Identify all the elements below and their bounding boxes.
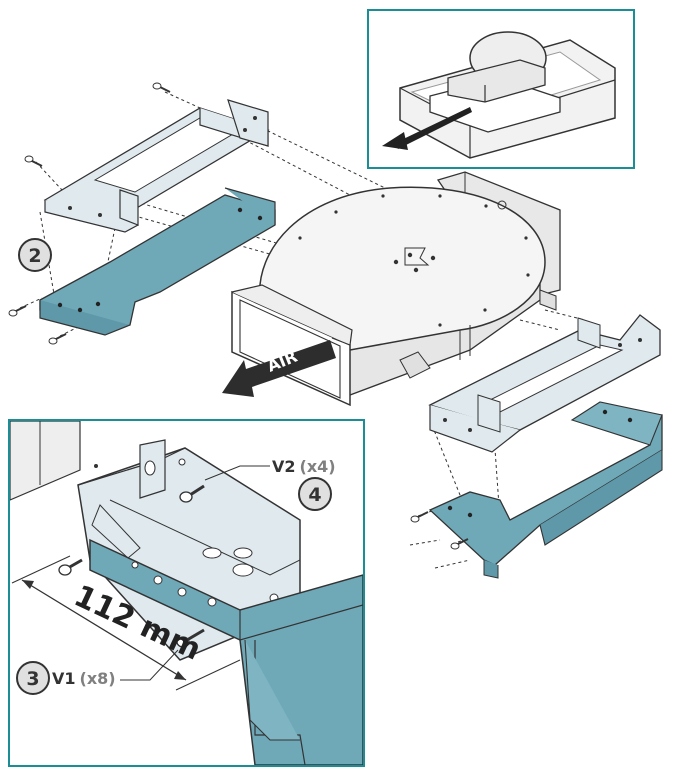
v2-quantity: (x4) [300,457,336,476]
v2-callout: V2(x4) [272,457,336,476]
v1-label: V1 [52,669,76,688]
screw-icon [179,484,205,503]
screw-icon [48,333,67,345]
screw-icon [176,628,205,648]
bracket-right-teal [428,401,663,579]
bracket-left-teal [39,187,276,336]
bracket-upper-right [428,314,661,453]
screw-icon [8,305,27,317]
ventilation-unit [231,171,561,407]
step-4-label: 4 [308,484,321,506]
screw-icon [24,155,43,167]
inset-filter-removal [367,9,635,169]
step-3-label: 3 [26,668,39,690]
step-2-badge: 2 [18,238,52,272]
bracket-upper-left [43,99,270,233]
arrow-icon [395,107,472,149]
screw-icon [58,558,83,576]
v1-callout: V1(x8) [52,669,116,688]
screw-icon [410,511,429,523]
step-2-label: 2 [28,245,41,267]
screw-icon [450,538,469,550]
v1-quantity: (x8) [80,669,116,688]
inset-detail: 112 mm V2(x4) 4 3 V1(x8) [8,419,365,767]
screw-icon [152,82,171,93]
v2-label: V2 [272,457,296,476]
